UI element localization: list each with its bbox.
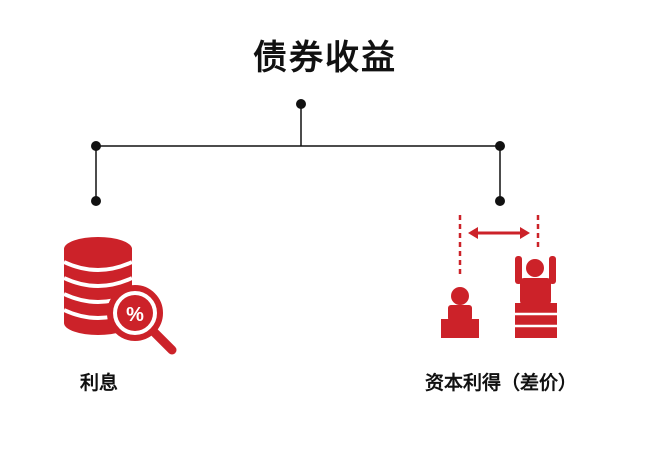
diagram-title: 债券收益 [253, 38, 397, 78]
tree-nodes [91, 99, 505, 206]
left-junction-node [91, 141, 101, 151]
percent-symbol: % [126, 304, 144, 326]
cheering-person-icon [515, 256, 557, 338]
double-arrow-icon [468, 227, 530, 239]
branch-label-interest: 利息 [80, 372, 119, 394]
tree-connectors [95, 104, 501, 201]
small-person-icon [441, 287, 479, 338]
left-end-node [91, 196, 101, 206]
right-end-node [495, 196, 505, 206]
branch-label-capital-gain: 资本利得（差价） [425, 372, 578, 394]
coin-stack-magnifier-percent-icon: % [63, 237, 177, 355]
right-junction-node [495, 141, 505, 151]
root-node [296, 99, 306, 109]
price-difference-figures-icon [441, 215, 557, 338]
